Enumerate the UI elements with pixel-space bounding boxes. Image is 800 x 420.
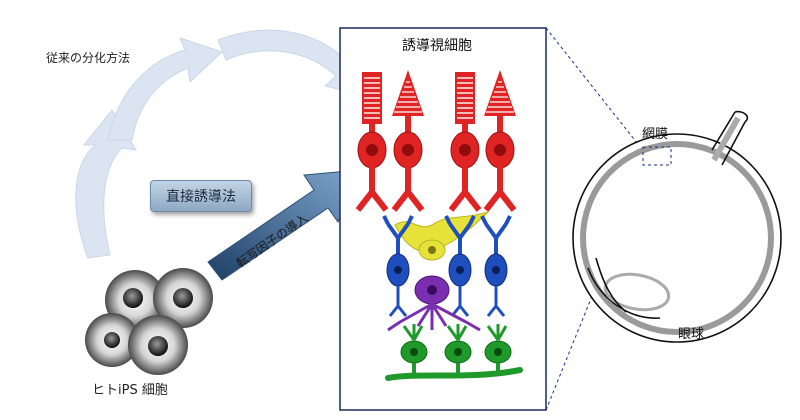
bipolar-cell [480,215,512,317]
ips-cells [85,268,213,375]
induced-cells-label: 誘導視細胞 [402,38,472,54]
horizontal-cell [394,211,489,261]
ganglion-cells [400,324,512,374]
rod-cell [355,72,389,212]
conventional-method-label: 従来の分化方法 [46,50,130,65]
cone-cell [483,70,517,212]
direct-induction-label: 直接誘導法 [150,180,252,212]
photoreceptor-cells [355,70,517,212]
retina-label: 網膜 [642,127,668,142]
rod-cell [448,72,482,212]
bipolar-cell [444,215,476,317]
optic-fiber [385,367,523,381]
ganglion-cell [400,324,428,374]
ganglion-cell [444,324,472,374]
bipolar-cell [382,215,414,317]
zoom-line-top [545,27,646,154]
retina-zoom-box [642,146,672,166]
amacrine-cell [387,275,481,332]
eyeball-label: 眼球 [678,327,704,342]
eyeball [572,110,782,343]
bipolar-cells [382,215,512,317]
ips-cells-label: ヒトiPS 細胞 [92,383,168,398]
cone-cell [391,70,425,212]
